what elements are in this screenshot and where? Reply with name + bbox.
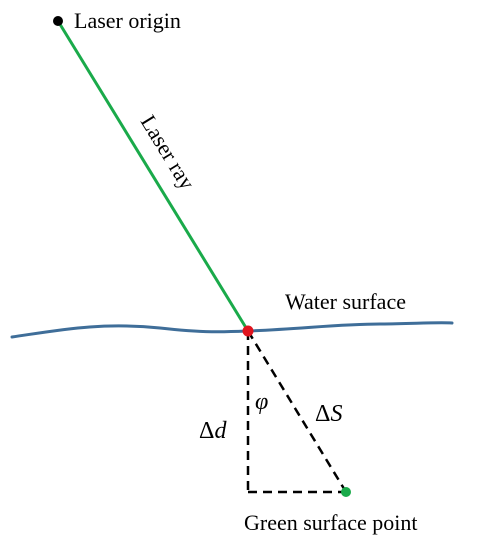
laser-ray-label: Laser ray [136,111,200,194]
delta-s-label: ΔS [315,401,342,427]
delta-d-symbol: Δ [199,418,214,444]
laser-origin-point [53,16,63,26]
laser-ray-line [56,20,250,332]
delta-d-variable: d [214,418,227,444]
delta-d-label: Δd [199,418,227,444]
green-surface-point-label: Green surface point [244,510,417,535]
laser-origin-label: Laser origin [74,8,181,33]
delta-s-symbol: Δ [315,401,330,427]
water-surface-label: Water surface [285,289,406,314]
water-surface-intersection-point [242,325,254,337]
delta-s-dashed-line [246,330,348,493]
phi-label: φ [255,389,268,415]
delta-s-variable: S [330,401,342,427]
water-surface-line [10,321,454,339]
green-surface-point-marker [341,487,351,497]
